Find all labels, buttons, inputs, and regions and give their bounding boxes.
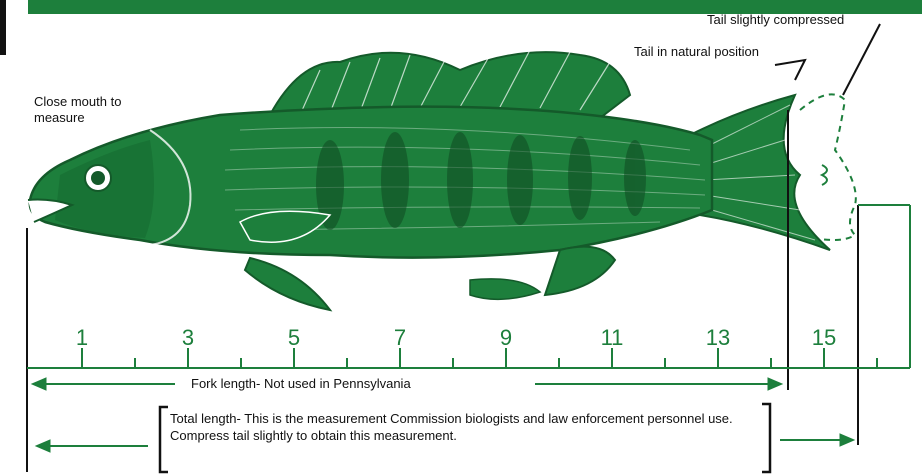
ruler-numbers: 1 3 5 7 9 11 13 15 xyxy=(76,325,836,350)
ruler-number-7: 7 xyxy=(394,325,406,350)
ruler-number-15: 15 xyxy=(812,325,836,350)
ruler-number-1: 1 xyxy=(76,325,88,350)
fork-length-arrow-right xyxy=(535,378,782,390)
total-bracket-left xyxy=(160,407,168,472)
tail-natural-label: Tail in natural position xyxy=(634,44,759,60)
ruler-number-9: 9 xyxy=(500,325,512,350)
ruler-number-3: 3 xyxy=(182,325,194,350)
anal-fin xyxy=(545,247,615,295)
close-mouth-label: Close mouth to measure xyxy=(34,94,129,126)
ruler-number-13: 13 xyxy=(706,325,730,350)
ruler-ticks xyxy=(82,348,877,368)
total-length-arrow-left xyxy=(36,440,148,452)
tail-compressed-label: Tail slightly compressed xyxy=(707,12,844,28)
natural-tail-leader xyxy=(775,60,805,80)
compressed-tail-outline xyxy=(800,94,856,240)
fork-length-arrow-left xyxy=(32,378,175,390)
total-length-label: Total length- This is the measurement Co… xyxy=(170,410,760,444)
total-length-arrow-right xyxy=(780,434,854,446)
total-bracket-right xyxy=(762,404,770,472)
tail-curl xyxy=(822,165,827,185)
pelvic-fin xyxy=(245,258,330,310)
ruler-number-5: 5 xyxy=(288,325,300,350)
anal-fin-lower xyxy=(470,279,540,299)
compressed-tail-leader xyxy=(843,24,880,95)
fork-length-label: Fork length- Not used in Pennsylvania xyxy=(191,376,411,392)
ruler-number-11: 11 xyxy=(601,325,624,350)
fish-pupil xyxy=(91,171,105,185)
